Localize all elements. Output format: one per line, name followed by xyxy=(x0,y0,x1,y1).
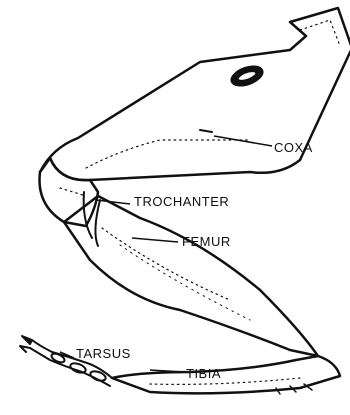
tarsus-label: TARSUS xyxy=(76,346,131,361)
femur-segment xyxy=(64,196,318,356)
femur-label: FEMUR xyxy=(182,234,231,249)
coxa-label: COXA xyxy=(274,140,313,155)
tibia-segment xyxy=(112,356,340,394)
trochanter-label: TROCHANTER xyxy=(134,194,229,209)
trochanter-segment xyxy=(40,158,99,238)
tibia-label: TIBIA xyxy=(186,366,221,381)
coxa-leader xyxy=(214,136,272,146)
femur-leader xyxy=(132,238,178,242)
tarsus-segment xyxy=(20,336,112,386)
